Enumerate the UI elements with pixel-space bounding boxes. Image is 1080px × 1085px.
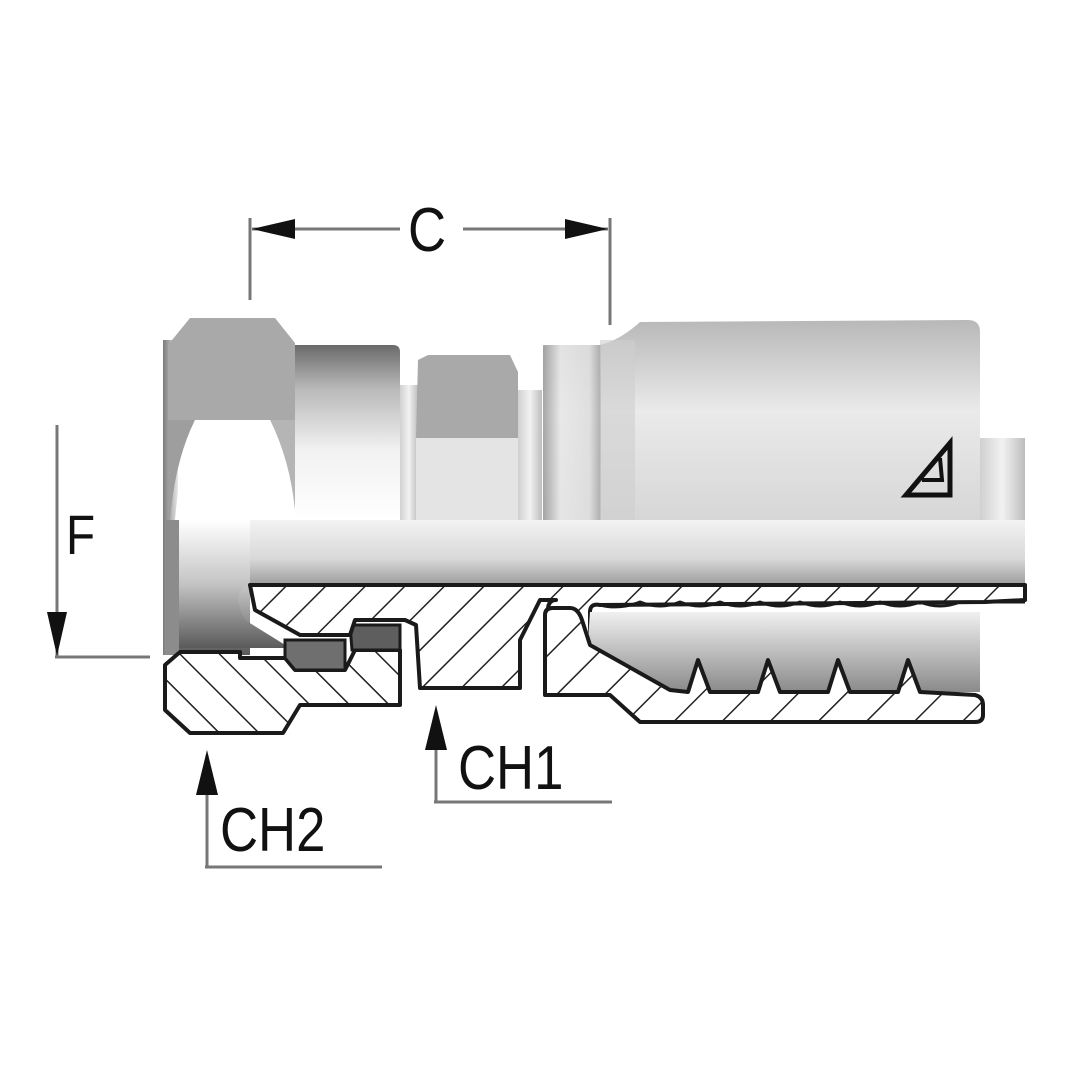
body-hex — [400, 355, 542, 520]
arrow-right-icon — [565, 219, 608, 239]
dimension-ch1 — [425, 705, 612, 804]
arrow-up-icon — [196, 750, 218, 795]
dimension-label-c: C — [408, 196, 447, 265]
ferrule-section — [543, 606, 985, 724]
arrow-down-icon — [47, 612, 67, 656]
nut-section — [163, 623, 402, 735]
dimension-label-f: F — [66, 503, 96, 566]
dimension-label-ch1: CH1 — [458, 734, 564, 803]
arrow-left-icon — [252, 219, 295, 239]
dimension-c — [248, 218, 612, 325]
dimension-f — [47, 425, 150, 659]
triangle-brand-logo-icon — [900, 436, 953, 498]
ferrule — [543, 320, 1025, 522]
insert-tube — [165, 520, 1025, 655]
dimension-ch2 — [196, 750, 382, 869]
arrow-up-icon — [425, 705, 447, 750]
dimension-label-ch2: CH2 — [220, 796, 326, 865]
swivel-nut — [163, 318, 400, 655]
